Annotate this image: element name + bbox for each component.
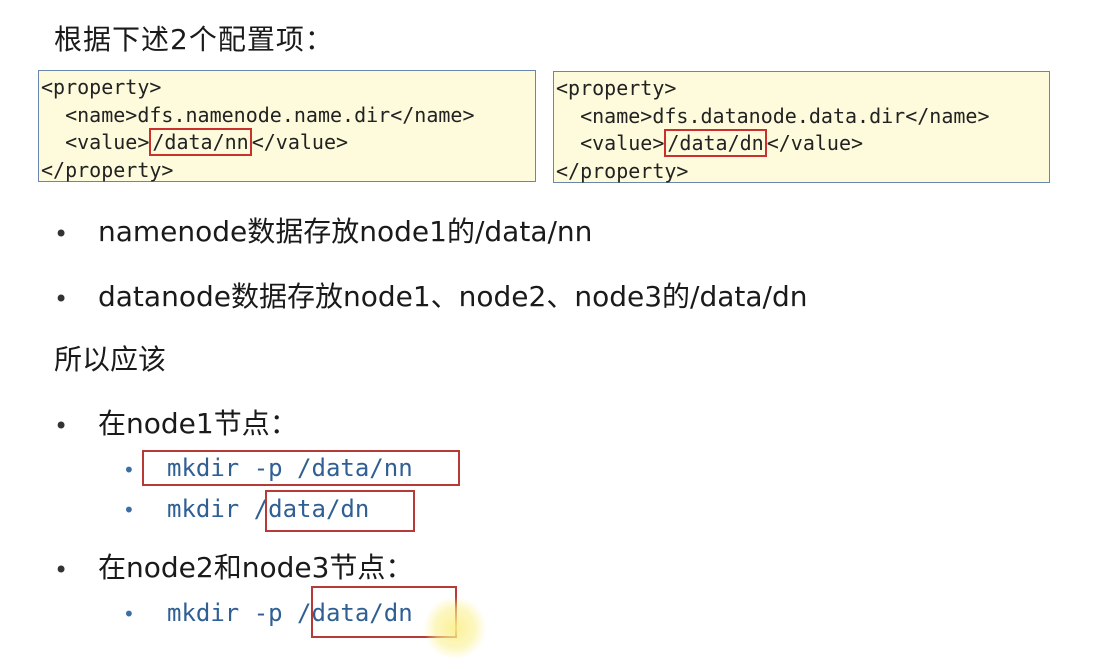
point-datanode: datanode数据存放node1、node2、node3的/data/dn (98, 280, 808, 313)
config-box-datanode: <property> <name>dfs.datanode.data.dir</… (553, 71, 1050, 183)
node1-label: 在node1节点： (98, 407, 298, 440)
highlight-box-cmd1 (142, 450, 460, 486)
xml-line-value: <value>/data/nn</value> (41, 128, 349, 156)
xml-line-close: </property> (41, 157, 174, 182)
cursor-highlight-icon (424, 597, 486, 659)
xml-line-name: <name>dfs.namenode.name.dir</name> (41, 102, 475, 127)
xml-line-name: <name>dfs.datanode.data.dir</name> (556, 103, 990, 128)
bullet-icon: • (54, 556, 69, 584)
xml-line-close: </property> (556, 158, 689, 183)
xml-line-open: <property> (556, 76, 677, 100)
conclusion-label: 所以应该 (54, 343, 167, 376)
node23-label: 在node2和node3节点： (98, 551, 414, 584)
xml-line-value: <value>/data/dn</value> (556, 129, 864, 157)
cmd-mkdir-p-dn: mkdir -p /data/dn (167, 599, 413, 627)
sub-bullet-icon: • (123, 498, 135, 522)
cmd-mkdir-nn: mkdir -p /data/nn (167, 454, 413, 482)
cmd-mkdir-dn: mkdir /data/dn (167, 495, 370, 523)
sub-bullet-icon: • (123, 602, 135, 626)
bullet-icon: • (54, 285, 69, 313)
highlight-datanode-path: /data/dn (664, 129, 767, 157)
bullet-icon: • (54, 412, 69, 440)
sub-bullet-icon: • (123, 458, 135, 482)
highlight-box-dn-path (265, 490, 415, 532)
highlight-namenode-path: /data/nn (149, 128, 252, 156)
page-heading: 根据下述2个配置项： (54, 23, 334, 56)
xml-line-open: <property> (41, 75, 162, 99)
point-namenode: namenode数据存放node1的/data/nn (98, 215, 593, 248)
config-box-namenode: <property> <name>dfs.namenode.name.dir</… (38, 70, 536, 182)
bullet-icon: • (54, 220, 69, 248)
